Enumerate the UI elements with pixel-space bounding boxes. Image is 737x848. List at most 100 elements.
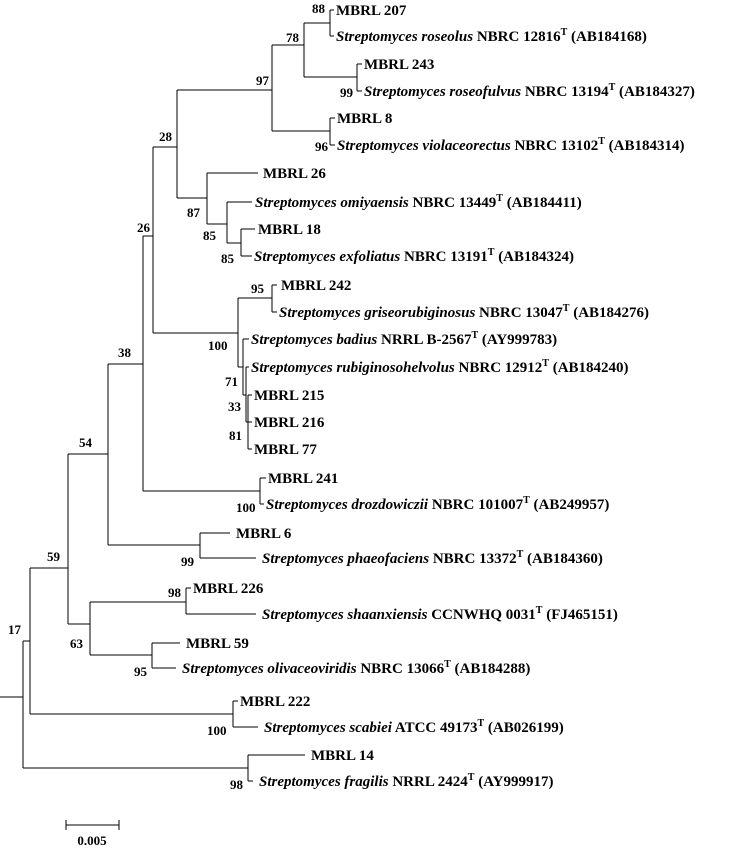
strain-label: MBRL 243 <box>364 57 434 73</box>
species-name: Streptomyces <box>262 607 344 623</box>
accession: (AB184288) <box>455 661 531 677</box>
accession: (AB184276) <box>573 305 649 321</box>
species-epithet: badius <box>336 332 377 348</box>
species-epithet: rubiginosohelvolus <box>336 360 455 376</box>
species-label: Streptomyces omiyaensis NBRC 13449T (AB1… <box>255 193 582 211</box>
bootstrap-value: 88 <box>312 1 326 16</box>
type-strain: CCNWHQ 0031 <box>431 607 536 623</box>
type-strain: NBRC 101007 <box>432 497 524 513</box>
type-marker: T <box>563 303 570 314</box>
bootstrap-value: 85 <box>203 228 217 243</box>
bootstrap-value: 63 <box>70 636 84 651</box>
type-strain: NBRC 13047 <box>479 305 563 321</box>
strain-label: MBRL 207 <box>336 3 407 19</box>
accession: (AB184240) <box>553 360 629 376</box>
strain-label: MBRL 14 <box>311 748 374 764</box>
bootstrap-value: 97 <box>256 73 270 88</box>
type-strain: NBRC 13066 <box>360 661 444 677</box>
scale-bar: 0.005 <box>65 820 120 848</box>
species-name: Streptomyces <box>337 138 419 154</box>
strain-label: MBRL 59 <box>186 636 249 652</box>
species-epithet: violaceorectus <box>422 138 510 154</box>
accession: (AY999783) <box>482 332 557 348</box>
species-label: Streptomyces scabiei ATCC 49173T (AB0261… <box>264 718 564 736</box>
bootstrap-value: 99 <box>340 85 354 100</box>
type-strain: NBRC 12912 <box>459 360 543 376</box>
species-name: Streptomyces <box>266 497 348 513</box>
type-marker: T <box>598 136 605 147</box>
type-marker: T <box>496 193 503 204</box>
type-strain: NBRC 13194 <box>525 84 609 100</box>
type-marker: T <box>517 549 524 560</box>
species-label: Streptomyces exfoliatus NBRC 13191T (AB1… <box>254 247 574 265</box>
species-epithet: olivaceoviridis <box>267 661 356 677</box>
bootstrap-value: 95 <box>251 281 265 296</box>
bootstrap-value: 85 <box>221 251 235 266</box>
type-strain: NBRC 13449 <box>413 195 497 211</box>
bootstrap-value: 99 <box>181 554 195 569</box>
bootstrap-value: 78 <box>286 30 300 45</box>
type-marker: T <box>471 330 478 341</box>
strain-label: MBRL 216 <box>254 415 325 431</box>
type-strain: NRRL 2424 <box>392 774 468 790</box>
bootstrap-value: 54 <box>79 435 93 450</box>
scale-bar-label: 0.005 <box>77 833 107 848</box>
type-strain: NBRC 13191 <box>404 249 488 265</box>
bootstrap-value: 87 <box>187 205 201 220</box>
type-marker: T <box>536 605 543 616</box>
species-label: Streptomyces badius NRRL B-2567T (AY9997… <box>251 330 557 348</box>
species-name: Streptomyces <box>262 551 344 567</box>
type-strain: ATCC 49173 <box>395 720 478 736</box>
accession: (AB184324) <box>498 249 574 265</box>
accession: (AB249957) <box>534 497 610 513</box>
strain-label: MBRL 241 <box>268 471 338 487</box>
species-epithet: roseofulvus <box>449 84 521 100</box>
type-strain: NBRC 12816 <box>477 29 561 45</box>
type-strain: NBRC 13372 <box>433 551 517 567</box>
bootstrap-value: 71 <box>225 374 238 389</box>
species-label: Streptomyces phaeofaciens NBRC 13372T (A… <box>262 549 603 567</box>
strain-label: MBRL 222 <box>240 694 310 710</box>
species-epithet: drozdowiczii <box>351 497 429 513</box>
species-epithet: exfoliatus <box>339 249 400 265</box>
bootstrap-value: 26 <box>137 220 151 235</box>
species-epithet: fragilis <box>344 774 388 790</box>
type-marker: T <box>561 27 568 38</box>
strain-label: MBRL 26 <box>263 166 326 182</box>
species-epithet: shaanxiensis <box>346 607 427 623</box>
species-name: Streptomyces <box>259 774 341 790</box>
accession: (AB026199) <box>488 720 564 736</box>
strain-label: MBRL 242 <box>281 278 351 294</box>
species-label: Streptomyces shaanxiensis CCNWHQ 0031T (… <box>262 605 618 623</box>
species-label: Streptomyces fragilis NRRL 2424T (AY9999… <box>259 772 553 790</box>
bootstrap-value: 17 <box>8 622 22 637</box>
bootstrap-value: 59 <box>47 549 61 564</box>
bootstrap-values: 88 78 99 97 96 28 87 85 85 26 95 100 71 … <box>8 1 354 792</box>
type-marker: T <box>444 659 451 670</box>
species-name: Streptomyces <box>336 29 418 45</box>
type-strain: NBRC 13102 <box>514 138 598 154</box>
bootstrap-value: 100 <box>236 500 256 515</box>
strain-label: MBRL 77 <box>254 442 317 458</box>
type-marker: T <box>488 247 495 258</box>
species-epithet: griseorubiginosus <box>363 305 475 321</box>
accession: (AB184411) <box>507 195 582 211</box>
bootstrap-value: 95 <box>134 664 148 679</box>
species-epithet: omiyaensis <box>340 195 408 211</box>
accession: (AY999917) <box>478 774 553 790</box>
species-name: Streptomyces <box>279 305 361 321</box>
type-marker: T <box>468 772 475 783</box>
species-label: Streptomyces drozdowiczii NBRC 101007T (… <box>266 495 609 513</box>
species-name: Streptomyces <box>251 360 333 376</box>
species-name: Streptomyces <box>254 249 336 265</box>
accession: (AB184360) <box>527 551 603 567</box>
species-label: Streptomyces roseofulvus NBRC 13194T (AB… <box>364 82 695 100</box>
type-strain: NRRL B-2567 <box>381 332 472 348</box>
bootstrap-value: 33 <box>228 399 242 414</box>
species-label: Streptomyces rubiginosohelvolus NBRC 129… <box>251 358 629 376</box>
accession: (AB184168) <box>571 29 647 45</box>
species-name: Streptomyces <box>364 84 446 100</box>
accession: (AB184314) <box>609 138 685 154</box>
bootstrap-value: 100 <box>207 723 227 738</box>
